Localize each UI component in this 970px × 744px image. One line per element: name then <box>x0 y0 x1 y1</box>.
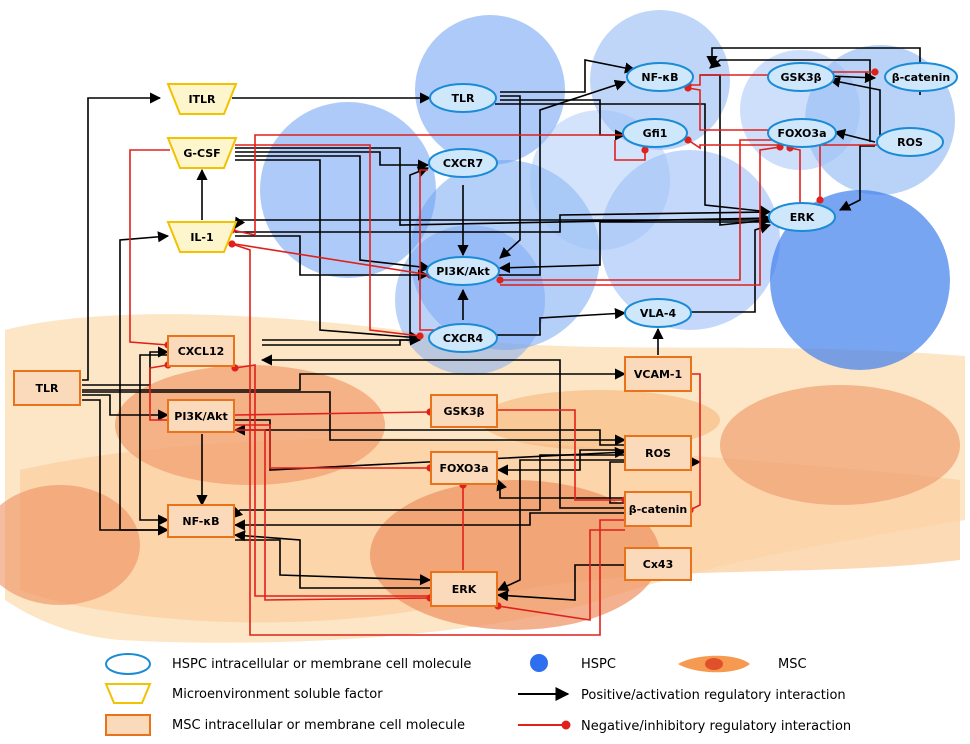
legend-msc-cell-nucleus <box>705 658 723 670</box>
node-soluble-itlr[interactable]: ITLR <box>166 83 238 115</box>
node-msc-bcatenin-label: β-catenin <box>629 503 688 516</box>
node-msc-gsk3b-label: GSK3β <box>443 405 484 418</box>
node-hspc-ros[interactable]: ROS <box>876 127 944 157</box>
legend-soluble-node-label: Microenvironment soluble factor <box>172 687 383 702</box>
hspc-nodes: TLR NF-κB GSK3β β-catenin Gfi1 FOXO3a RO… <box>426 62 958 353</box>
positive-edges <box>82 47 921 602</box>
node-msc-cxcl12-label: CXCL12 <box>178 345 225 358</box>
node-hspc-erk[interactable]: ERK <box>768 202 836 232</box>
node-msc-vcam1-label: VCAM-1 <box>634 368 682 381</box>
node-hspc-cxcr7-label: CXCR7 <box>443 157 483 170</box>
negative-edges <box>129 68 880 636</box>
legend-msc-node: MSC intracellular or membrane cell molec… <box>105 714 465 736</box>
node-hspc-vla4[interactable]: VLA-4 <box>624 298 692 328</box>
node-soluble-itlr-label: ITLR <box>188 93 216 106</box>
node-hspc-gfi1[interactable]: Gfi1 <box>622 118 688 148</box>
node-msc-nfkb-label: NF-κB <box>182 515 219 528</box>
node-hspc-ros-label: ROS <box>897 136 923 149</box>
legend-negative-dot <box>561 720 571 730</box>
legend-negative-label: Negative/inhibitory regulatory interacti… <box>581 719 851 734</box>
node-hspc-nfkb-label: NF-κB <box>641 71 678 84</box>
legend-msc-node-label: MSC intracellular or membrane cell molec… <box>172 718 465 733</box>
node-hspc-vla4-label: VLA-4 <box>640 307 677 320</box>
node-msc-cx43[interactable]: Cx43 <box>624 547 692 581</box>
legend-negative: Negative/inhibitory regulatory interacti… <box>518 719 851 734</box>
soluble-nodes: ITLR G-CSF IL-1 <box>166 83 238 253</box>
node-soluble-gcsf[interactable]: G-CSF <box>166 137 238 169</box>
legend-hspc-cell-label: HSPC <box>581 657 616 672</box>
node-hspc-cxcr7[interactable]: CXCR7 <box>428 148 498 178</box>
legend-hspc-node: HSPC intracellular or membrane cell mole… <box>105 653 471 675</box>
node-hspc-nfkb[interactable]: NF-κB <box>626 62 694 92</box>
node-msc-cxcl12[interactable]: CXCL12 <box>167 335 235 367</box>
node-msc-nfkb[interactable]: NF-κB <box>167 504 235 538</box>
legend-hspc-node-label: HSPC intracellular or membrane cell mole… <box>172 657 471 672</box>
node-msc-tlr[interactable]: TLR <box>13 370 81 406</box>
node-hspc-pi3k-label: PI3K/Akt <box>436 265 489 278</box>
legend-positive-label: Positive/activation regulatory interacti… <box>581 688 846 703</box>
node-hspc-erk-label: ERK <box>790 211 815 224</box>
legend-msc-cell-label: MSC <box>778 657 807 672</box>
node-msc-foxo3a[interactable]: FOXO3a <box>430 451 498 485</box>
node-soluble-gcsf-label: G-CSF <box>183 147 220 160</box>
legend-msc-node-swatch <box>105 714 151 736</box>
node-hspc-tlr[interactable]: TLR <box>429 83 497 113</box>
node-msc-erk[interactable]: ERK <box>430 571 498 607</box>
node-hspc-gfi1-label: Gfi1 <box>643 127 668 140</box>
node-hspc-foxo3a-label: FOXO3a <box>778 127 827 140</box>
node-hspc-bcatenin[interactable]: β-catenin <box>884 62 958 92</box>
node-msc-cx43-label: Cx43 <box>643 558 673 571</box>
legend-hspc-node-swatch <box>105 653 151 675</box>
node-hspc-gsk3b-label: GSK3β <box>780 71 821 84</box>
node-hspc-cxcr4-label: CXCR4 <box>443 332 484 345</box>
node-msc-ros[interactable]: ROS <box>624 435 692 471</box>
node-hspc-gsk3b[interactable]: GSK3β <box>767 62 835 92</box>
node-msc-erk-label: ERK <box>452 583 477 596</box>
msc-nodes: TLR CXCL12 PI3K/Akt GSK3β VCAM-1 FOXO3a … <box>13 335 692 607</box>
legend-soluble-node-swatch <box>104 683 152 704</box>
node-soluble-il1-label: IL-1 <box>190 231 213 244</box>
node-msc-foxo3a-label: FOXO3a <box>440 462 489 475</box>
node-msc-ros-label: ROS <box>645 447 671 460</box>
node-msc-tlr-label: TLR <box>36 382 60 395</box>
node-hspc-tlr-label: TLR <box>452 92 476 105</box>
node-msc-gsk3b[interactable]: GSK3β <box>430 394 498 428</box>
node-msc-vcam1[interactable]: VCAM-1 <box>624 356 692 392</box>
legend-hspc-cell: HSPC <box>530 654 616 672</box>
node-hspc-cxcr4[interactable]: CXCR4 <box>428 323 498 353</box>
node-soluble-il1[interactable]: IL-1 <box>166 221 238 253</box>
legend-hspc-cell-swatch <box>530 654 548 672</box>
legend-positive: Positive/activation regulatory interacti… <box>518 687 846 703</box>
legend: HSPC intracellular or membrane cell mole… <box>104 653 851 736</box>
node-hspc-pi3k[interactable]: PI3K/Akt <box>426 256 500 286</box>
node-hspc-bcatenin-label: β-catenin <box>892 71 951 84</box>
legend-msc-cell: MSC <box>678 655 807 673</box>
node-msc-pi3k-label: PI3K/Akt <box>174 410 227 423</box>
node-msc-pi3k[interactable]: PI3K/Akt <box>167 399 235 433</box>
node-msc-bcatenin[interactable]: β-catenin <box>624 491 692 527</box>
node-hspc-foxo3a[interactable]: FOXO3a <box>767 118 837 148</box>
legend-soluble-node: Microenvironment soluble factor <box>104 683 383 704</box>
